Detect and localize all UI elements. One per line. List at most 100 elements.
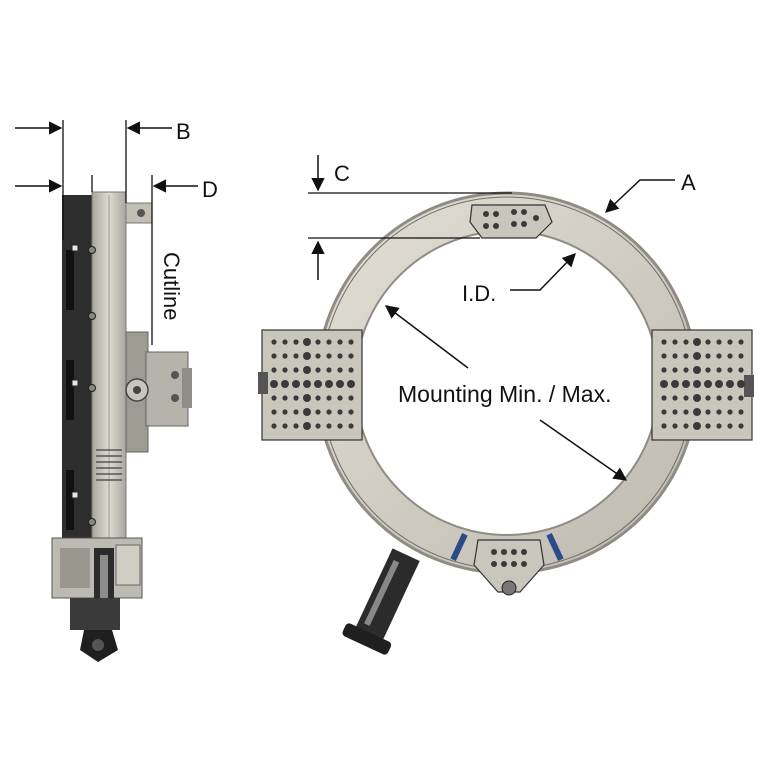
mounting-hole <box>716 395 722 401</box>
mounting-hole <box>337 409 343 415</box>
mounting-hole <box>348 353 354 359</box>
mounting-hole <box>737 380 745 388</box>
mounting-hole <box>672 339 678 345</box>
mounting-hole <box>727 423 733 429</box>
mounting-hole <box>661 353 667 359</box>
mounting-hole <box>303 352 311 360</box>
mounting-hole <box>660 380 668 388</box>
mounting-hole <box>315 339 321 345</box>
mounting-hole <box>727 367 733 373</box>
mounting-hole <box>282 395 288 401</box>
mounting-hole <box>315 367 321 373</box>
mounting-hole <box>270 380 278 388</box>
label-a: A <box>681 170 696 195</box>
mounting-hole <box>705 353 711 359</box>
mounting-hole <box>738 409 744 415</box>
mounting-hole <box>738 339 744 345</box>
mounting-hole <box>337 339 343 345</box>
mounting-hole <box>693 352 701 360</box>
mounting-hole <box>271 367 277 373</box>
mounting-hole <box>315 409 321 415</box>
mounting-hole <box>683 353 689 359</box>
mounting-hole <box>693 394 701 402</box>
mounting-hole <box>303 366 311 374</box>
mounting-hole <box>705 423 711 429</box>
mounting-hole <box>683 423 689 429</box>
side-view <box>15 120 198 662</box>
mounting-hole <box>315 353 321 359</box>
mounting-hole <box>705 409 711 415</box>
mounting-hole <box>303 338 311 346</box>
mounting-hole <box>716 353 722 359</box>
mounting-hole <box>326 409 332 415</box>
mounting-hole <box>281 380 289 388</box>
mounting-hole <box>293 339 299 345</box>
mounting-hole <box>693 338 701 346</box>
mounting-hole <box>303 422 311 430</box>
mounting-hole <box>347 380 355 388</box>
mounting-hole <box>282 409 288 415</box>
label-id: I.D. <box>462 281 496 306</box>
mounting-hole <box>672 367 678 373</box>
mounting-hole <box>337 353 343 359</box>
mounting-hole <box>326 367 332 373</box>
mounting-hole <box>672 423 678 429</box>
mounting-hole <box>326 339 332 345</box>
mounting-hole <box>683 367 689 373</box>
mounting-hole <box>303 380 311 388</box>
mounting-hole <box>293 353 299 359</box>
mounting-hole <box>348 339 354 345</box>
mounting-hole <box>672 409 678 415</box>
label-b: B <box>176 119 191 144</box>
mounting-hole <box>326 353 332 359</box>
mounting-hole <box>716 339 722 345</box>
mounting-hole <box>738 395 744 401</box>
mounting-hole <box>727 409 733 415</box>
mounting-hole <box>325 380 333 388</box>
mounting-hole <box>293 367 299 373</box>
mounting-hole <box>293 409 299 415</box>
mounting-hole <box>303 408 311 416</box>
mounting-hole <box>282 339 288 345</box>
mounting-hole <box>693 422 701 430</box>
mounting-hole <box>661 367 667 373</box>
mounting-hole <box>683 409 689 415</box>
mounting-hole <box>693 380 701 388</box>
front-view <box>258 155 754 655</box>
mounting-hole <box>282 353 288 359</box>
mounting-hole <box>727 395 733 401</box>
mounting-hole <box>314 380 322 388</box>
mounting-hole <box>683 339 689 345</box>
mounting-hole <box>716 409 722 415</box>
drive-handle <box>342 548 420 655</box>
mounting-hole <box>271 409 277 415</box>
mounting-hole <box>661 395 667 401</box>
mounting-hole <box>336 380 344 388</box>
mounting-hole <box>661 409 667 415</box>
mounting-hole <box>715 380 723 388</box>
mounting-hole <box>292 380 300 388</box>
mounting-hole <box>315 395 321 401</box>
mounting-hole <box>282 423 288 429</box>
mounting-hole <box>315 423 321 429</box>
mounting-hole <box>337 395 343 401</box>
mounting-hole <box>727 353 733 359</box>
mounting-hole <box>282 367 288 373</box>
mounting-hole <box>726 380 734 388</box>
mounting-hole <box>683 395 689 401</box>
mounting-hole <box>337 423 343 429</box>
mounting-hole <box>705 395 711 401</box>
mounting-hole <box>271 353 277 359</box>
right-block <box>651 329 754 441</box>
mounting-hole <box>672 353 678 359</box>
label-d: D <box>202 177 218 202</box>
mounting-hole <box>738 353 744 359</box>
mounting-hole <box>303 394 311 402</box>
mounting-hole <box>704 380 712 388</box>
mounting-hole <box>326 395 332 401</box>
mounting-hole <box>716 423 722 429</box>
mounting-hole <box>337 367 343 373</box>
mounting-hole <box>661 423 667 429</box>
mounting-hole <box>693 408 701 416</box>
